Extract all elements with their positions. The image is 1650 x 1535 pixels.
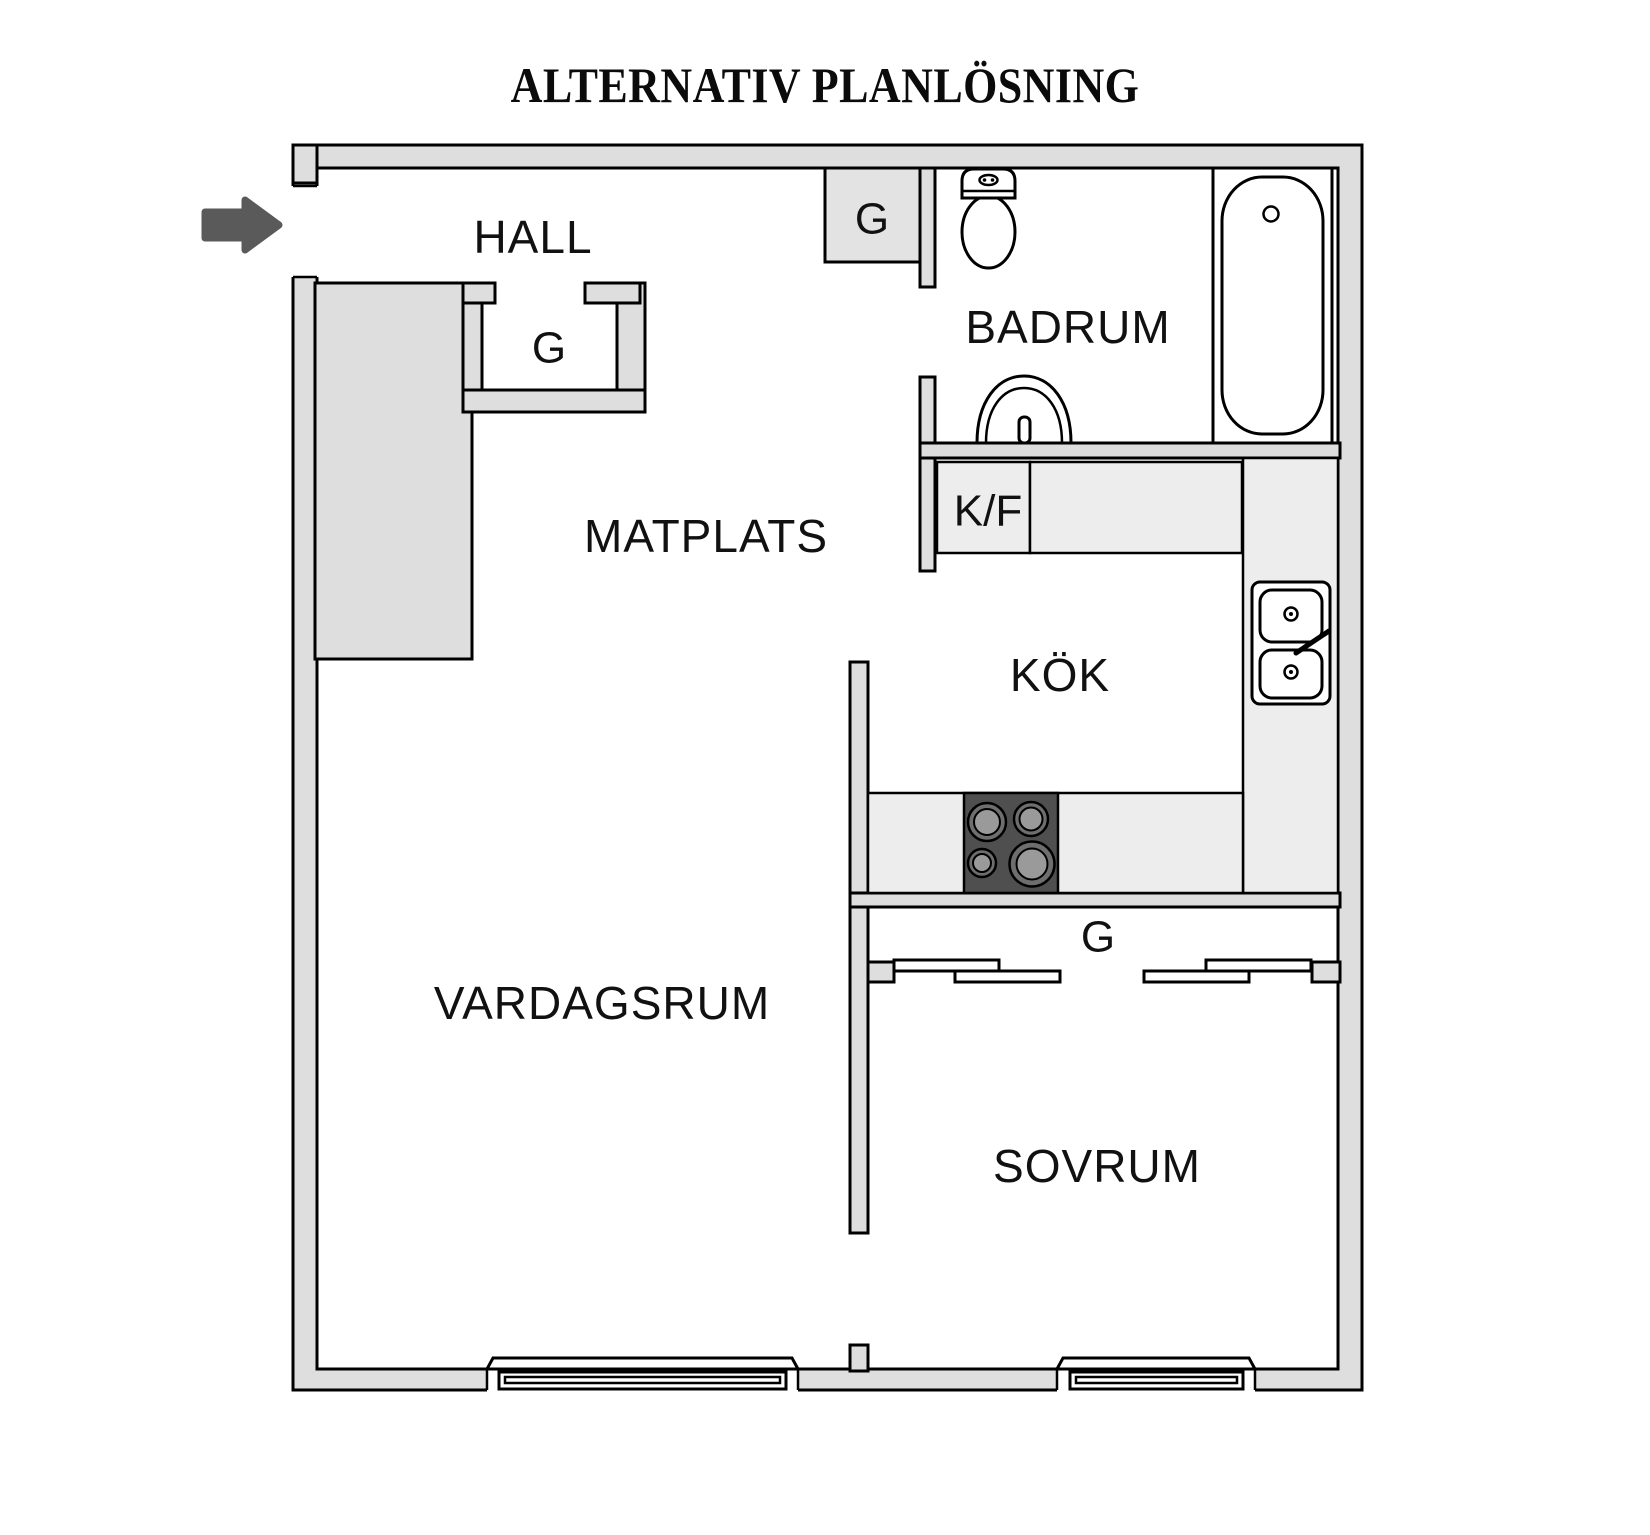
faucet bbox=[1293, 628, 1332, 656]
closet-right-stub bbox=[1310, 960, 1342, 984]
sliding-door bbox=[892, 958, 1001, 973]
interior-walls bbox=[313, 166, 1342, 1373]
bathroom-sink bbox=[975, 374, 1073, 445]
bedroom-closet-doors bbox=[866, 958, 1342, 984]
fridge-freezer-label: K/F bbox=[954, 486, 1022, 535]
sliding-door bbox=[953, 969, 1062, 984]
living-bedroom-divider-wall bbox=[848, 660, 870, 1235]
entry-corner-wall bbox=[291, 143, 319, 185]
kok-label: KÖK bbox=[1010, 649, 1110, 701]
entry-door-opening bbox=[290, 184, 320, 279]
hall-closet-label: G bbox=[532, 323, 566, 372]
toilet bbox=[960, 167, 1017, 270]
burner bbox=[966, 801, 1008, 843]
closet-left-stub bbox=[866, 960, 896, 984]
plan-title: ALTERNATIV PLANLÖSNING bbox=[510, 57, 1140, 113]
hall-label: HALL bbox=[473, 211, 592, 263]
stove bbox=[962, 791, 1060, 895]
entry-wardrobe-label: G bbox=[855, 194, 889, 243]
fridge-freezer bbox=[935, 460, 1032, 555]
bathroom-bottom-wall bbox=[918, 441, 1342, 460]
living-room-window bbox=[484, 1356, 801, 1393]
burner bbox=[1008, 840, 1056, 888]
entry-wardrobe-box bbox=[823, 166, 922, 264]
kitchen-bedroom-wall bbox=[848, 891, 1342, 909]
divider-wall-bottom-stub bbox=[848, 1343, 870, 1373]
sliding-door bbox=[1142, 969, 1251, 984]
vardagsrum-label: VARDAGSRUM bbox=[434, 977, 770, 1029]
counter-top-run bbox=[1028, 460, 1244, 555]
burner bbox=[1012, 800, 1050, 838]
hall-lower-wall-mass bbox=[313, 281, 474, 661]
matplats-label: MATPLATS bbox=[584, 510, 828, 562]
hall-closet bbox=[461, 281, 647, 414]
sliding-door bbox=[1204, 958, 1313, 973]
bedroom-window bbox=[1054, 1356, 1258, 1393]
bathtub bbox=[1211, 166, 1334, 445]
bedroom-closet-label: G bbox=[1081, 912, 1115, 961]
burner bbox=[966, 847, 998, 879]
sovrum-label: SOVRUM bbox=[993, 1140, 1201, 1192]
entry-arrow-icon bbox=[201, 196, 283, 254]
badrum-label: BADRUM bbox=[965, 301, 1170, 353]
bathroom-left-wall-lower bbox=[918, 375, 937, 573]
bathroom-left-wall-upper bbox=[918, 166, 937, 289]
kitchen-sink bbox=[1250, 580, 1332, 706]
